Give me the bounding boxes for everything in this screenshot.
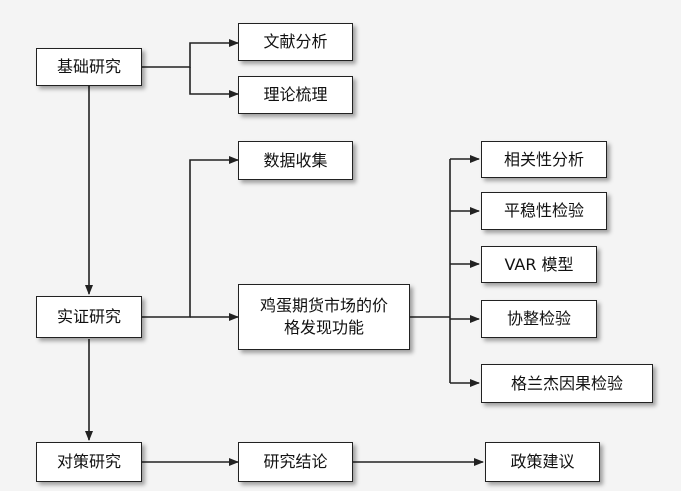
node-policy-research: 对策研究 bbox=[36, 442, 142, 482]
node-theory-review: 理论梳理 bbox=[238, 76, 353, 114]
node-empirical-research: 实证研究 bbox=[36, 296, 142, 338]
node-literature-analysis: 文献分析 bbox=[238, 23, 353, 61]
node-data-collection: 数据收集 bbox=[238, 141, 353, 180]
node-granger-test: 格兰杰因果检验 bbox=[481, 364, 653, 403]
node-policy-suggestion: 政策建议 bbox=[485, 442, 600, 482]
node-stationarity-test: 平稳性检验 bbox=[481, 192, 607, 230]
node-basic-research: 基础研究 bbox=[36, 48, 142, 86]
node-price-discovery: 鸡蛋期货市场的价格发现功能 bbox=[238, 284, 410, 350]
node-cointegration-test: 协整检验 bbox=[481, 300, 597, 338]
node-correlation-analysis: 相关性分析 bbox=[481, 141, 607, 178]
node-research-conclusion: 研究结论 bbox=[238, 442, 353, 482]
arrow-empirical-datacollection bbox=[142, 156, 239, 318]
arrow-basic-literature bbox=[142, 39, 239, 68]
node-var-model: VAR 模型 bbox=[481, 246, 597, 283]
arrow-basic-theory bbox=[189, 67, 239, 98]
